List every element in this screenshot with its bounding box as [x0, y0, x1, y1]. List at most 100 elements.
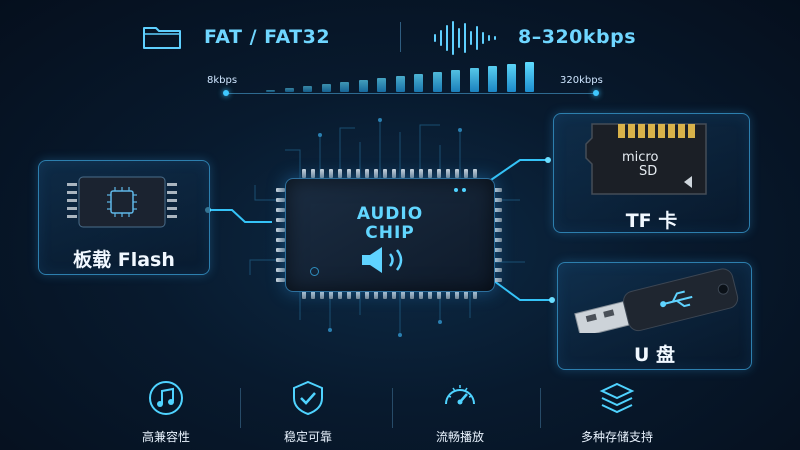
feature-label-compatibility: 高兼容性 [141, 430, 190, 444]
chip-pin [374, 169, 378, 178]
chip-pin [392, 290, 396, 299]
chip-pin [383, 290, 387, 299]
bitrate-bar [469, 68, 479, 92]
microsd-print-line2: SD [639, 164, 658, 179]
chip-pin [493, 278, 502, 282]
chip-pin [455, 169, 459, 178]
microsd-card-icon [585, 123, 707, 195]
bitrate-bar [432, 72, 442, 92]
chip-pin [493, 248, 502, 252]
feature-divider-3 [540, 388, 541, 428]
speedometer-icon [445, 385, 475, 405]
chip-pin [302, 290, 306, 299]
chip-pin [276, 268, 285, 272]
chip-pin [410, 290, 414, 299]
chip-pin [302, 169, 306, 178]
chip-pin [329, 290, 333, 299]
chip-title-line1: AUDIO [356, 204, 424, 224]
onboard-flash-card: 板载 Flash [38, 160, 210, 275]
bitrate-bar [525, 62, 534, 92]
chip-pin [428, 169, 432, 178]
chip-pin [419, 290, 423, 299]
bitrate-bar [377, 78, 386, 92]
chip-pin [276, 198, 285, 202]
chip-pin [493, 268, 502, 272]
chip-pin [276, 228, 285, 232]
bitrate-max-label: 320kbps [560, 75, 603, 86]
bitrate-bar [451, 70, 460, 92]
bitrate-bars [266, 60, 546, 92]
feature-divider-1 [240, 388, 241, 428]
chip-pin [311, 290, 315, 299]
speaker-icon [362, 247, 403, 273]
chip-pin [356, 169, 360, 178]
chip-pin [493, 228, 502, 232]
chip-pin [276, 238, 285, 242]
chip-pin [320, 169, 324, 178]
chip-pin [437, 169, 441, 178]
bitrate-bar [414, 74, 423, 92]
chip-dot-indicator [310, 267, 319, 276]
chip-pin [276, 188, 285, 192]
chip-pin [276, 208, 285, 212]
onboard-flash-label: 板载 Flash [73, 249, 175, 271]
chip-pin [276, 248, 285, 252]
chip-pin [276, 218, 285, 222]
bitrate-bar [358, 80, 368, 92]
bitrate-bar [266, 90, 275, 92]
chip-pin [374, 290, 378, 299]
bitrate-bar [488, 66, 497, 92]
tf-card-card: micro SD TF 卡 [553, 113, 750, 233]
bitrate-end-dot [593, 90, 599, 96]
chip-pin [493, 188, 502, 192]
chip-pin [401, 169, 405, 178]
flash-chip-icon [67, 176, 177, 228]
usb-drive-icon [574, 268, 739, 333]
top-banner: FAT / FAT32 8–320kbps 8kbps 320kbps [0, 0, 800, 100]
bitrate-track [226, 93, 596, 94]
chip-pin [419, 169, 423, 178]
chip-pin [392, 169, 396, 178]
chip-led-1 [454, 188, 458, 192]
chip-pin [493, 238, 502, 242]
chip-pin [383, 169, 387, 178]
chip-pin [446, 290, 450, 299]
layers-icon [599, 382, 635, 414]
chip-pin [464, 169, 468, 178]
chip-pin [493, 198, 502, 202]
feature-compatibility: 高兼容性 [76, 380, 256, 445]
feature-label-reliability: 稳定可靠 [283, 430, 332, 444]
microsd-print-line1: micro [622, 150, 659, 165]
bitrate-bar [395, 76, 405, 92]
folder-icon [143, 27, 181, 49]
feature-smooth-playback: 流畅播放 [370, 380, 550, 445]
chip-pin [347, 290, 351, 299]
chip-pin [437, 290, 441, 299]
chip-pin [329, 169, 333, 178]
feature-reliability: 稳定可靠 [218, 380, 398, 445]
bitrate-start-dot [223, 90, 229, 96]
bitrate-bar [340, 82, 349, 92]
bitrate-range-text: 8–320kbps [518, 26, 637, 48]
chip-pin [473, 169, 477, 178]
chip-pin [338, 169, 342, 178]
chip-pin [493, 218, 502, 222]
bitrate-min-label: 8kbps [207, 75, 238, 86]
chip-pin [401, 290, 405, 299]
chip-pin [347, 169, 351, 178]
chip-pin [338, 290, 342, 299]
tf-card-label: TF 卡 [625, 210, 678, 232]
chip-pin [320, 290, 324, 299]
usb-disk-label: U 盘 [633, 344, 676, 366]
chip-title-line2: CHIP [365, 223, 415, 243]
usb-disk-card: U 盘 [557, 262, 752, 370]
chip-pin [464, 290, 468, 299]
chip-pin [428, 290, 432, 299]
chip-pin [365, 290, 369, 299]
chip-pin [493, 208, 502, 212]
format-support-text: FAT / FAT32 [204, 26, 331, 48]
bitrate-bar [321, 84, 331, 92]
chip-pin [365, 169, 369, 178]
chip-pin [311, 169, 315, 178]
waveform-icon [434, 21, 496, 55]
